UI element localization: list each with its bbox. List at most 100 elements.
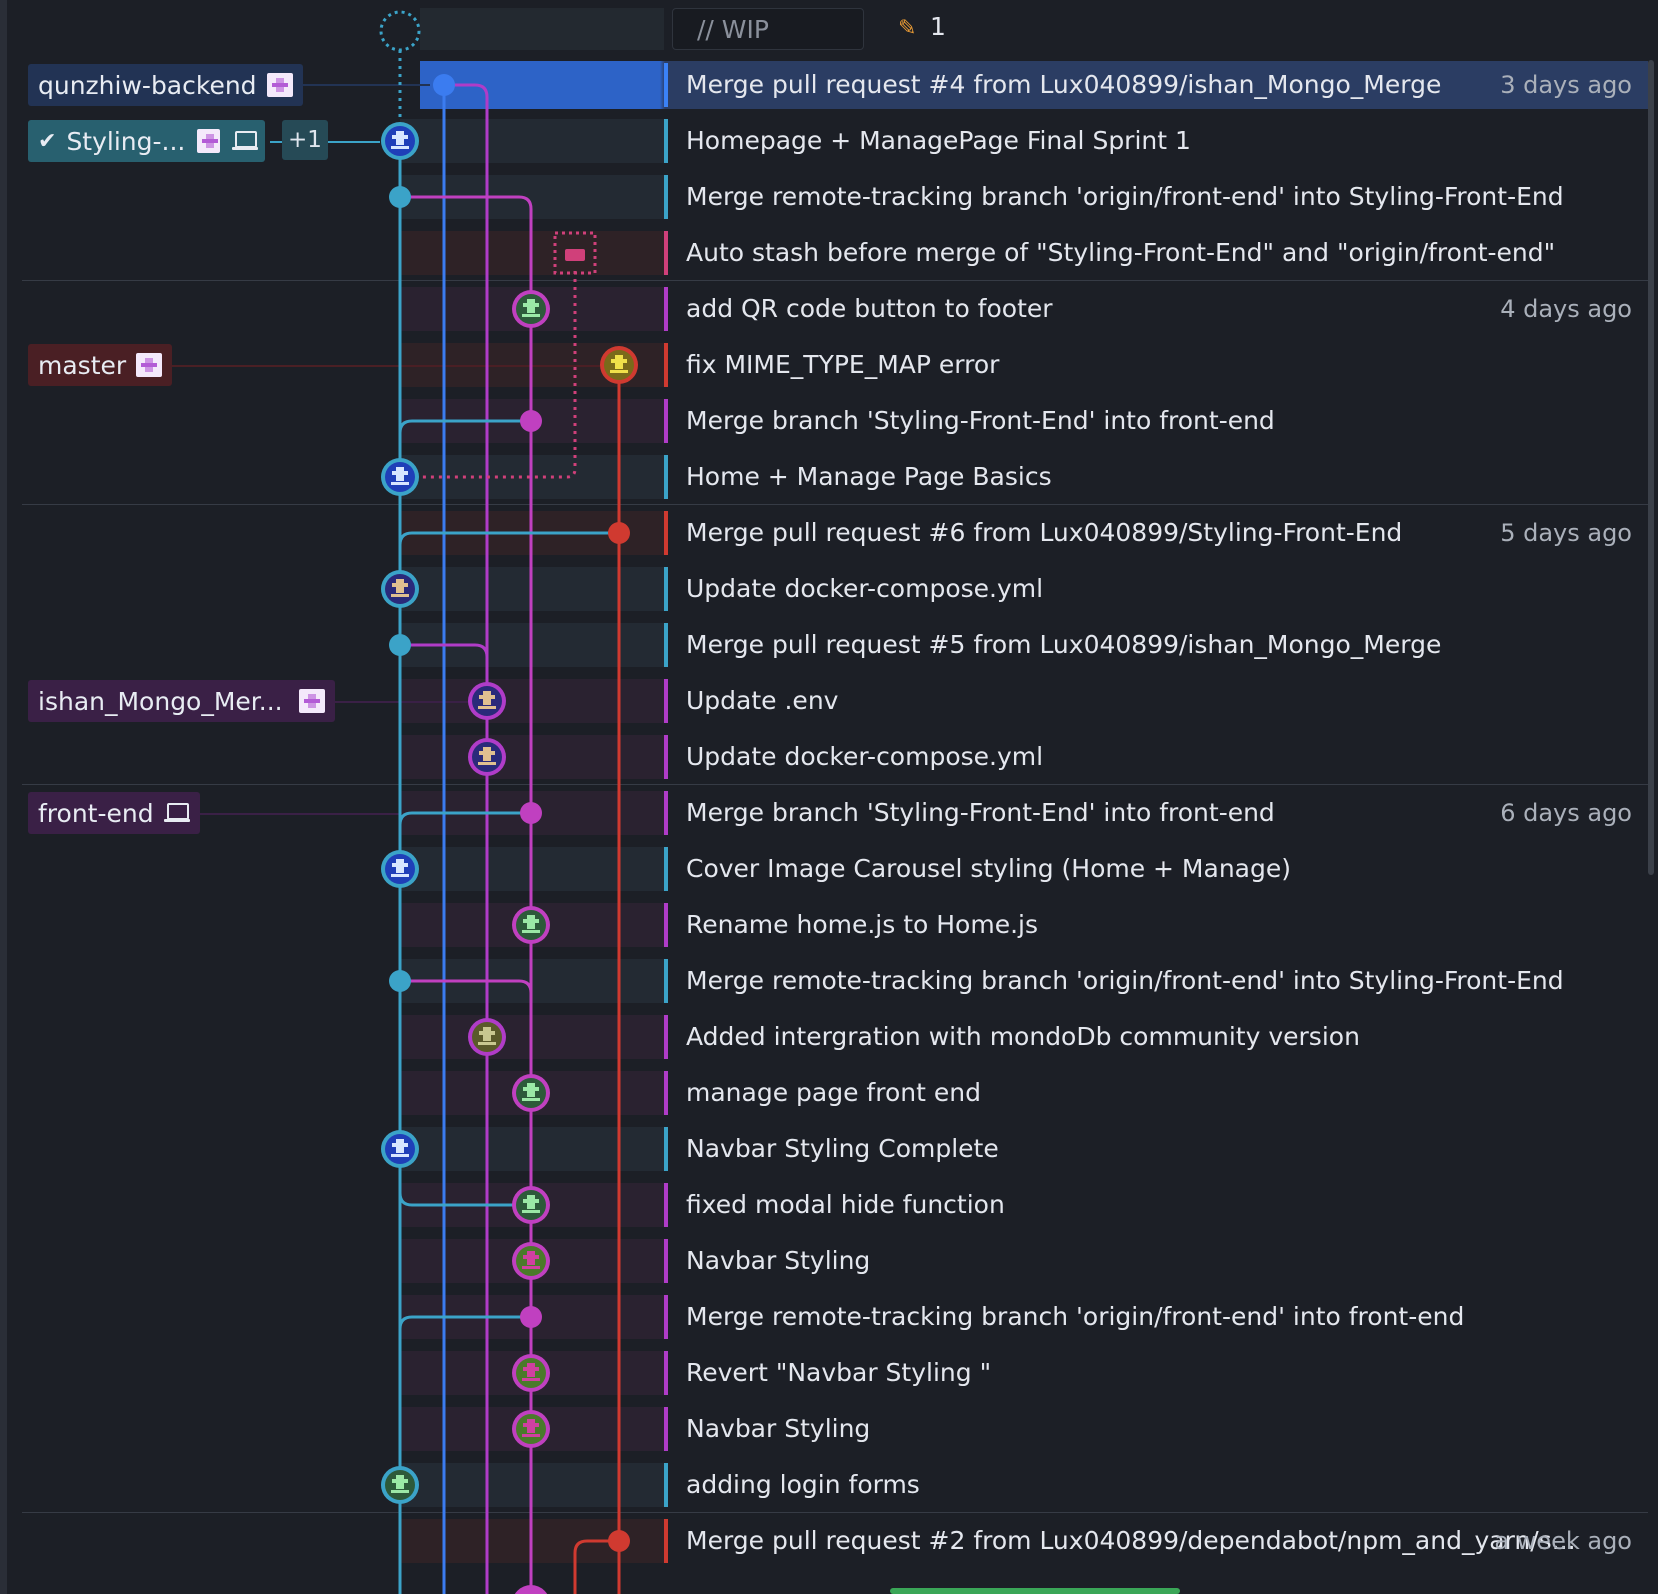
commit-message: adding login forms [686,1470,920,1499]
row-lane-marker [664,455,668,499]
commit-avatar-face [522,1378,540,1381]
pencil-icon: ✎ [898,16,917,41]
row-lane-marker [664,175,668,219]
row-lane-marker [664,903,668,947]
commit-avatar-face [527,1251,535,1265]
commit-avatar-face [391,1490,409,1493]
wip-row-background [420,8,664,50]
row-lane-marker [664,119,668,163]
date-group-divider [22,280,1648,281]
row-lane-marker [664,287,668,331]
row-lane-marker [664,1071,668,1115]
commit-dot [520,410,542,432]
laptop-icon [163,801,190,825]
avatar-icon [298,689,325,713]
row-lane-marker [664,1183,668,1227]
commit-message: Merge pull request #6 from Lux040899/Sty… [686,518,1403,547]
commit-dot [389,186,411,208]
commit-message: Added intergration with mondoDb communit… [686,1022,1360,1051]
commit-avatar-face [483,747,491,761]
commit-time: 6 days ago [1500,799,1632,827]
wip-node [379,10,421,52]
stash-node [553,231,597,275]
row-lane-marker [664,735,668,779]
ref-label: ishan_Mongo_Mer... [38,686,283,716]
commit-message: Auto stash before merge of "Styling-Fron… [686,238,1556,267]
merge-edge [400,643,489,658]
row-lane-marker [664,959,668,1003]
commit-message: Update docker-compose.yml [686,742,1044,771]
commit-dot [389,634,411,656]
row-lane-marker [664,567,668,611]
commit-avatar-face [610,370,628,373]
commit-time: a week ago [1494,1527,1632,1555]
commit-message: Navbar Styling [686,1414,871,1443]
merge-edge [398,1192,531,1207]
horizontal-scrollbar[interactable] [890,1588,1180,1594]
ref-label: Styling-... [66,126,186,156]
commit-avatar-face [522,1266,540,1269]
row-lane-marker [664,511,668,555]
commit-avatar-face [522,1210,540,1213]
commit-message: Revert "Navbar Styling " [686,1358,992,1387]
commit-avatar-face [396,859,404,873]
commit-row[interactable]: Merge pull request #4 from Lux040899/ish… [0,57,1648,113]
commit-message: Merge remote-tracking branch 'origin/fro… [686,966,1564,995]
merge-edge [398,531,619,546]
merge-edge [398,419,531,434]
commit-avatar-face [391,146,409,149]
commit-time: 5 days ago [1500,519,1632,547]
commit-message: manage page front end [686,1078,981,1107]
ref-styling-front-end[interactable]: ✔ Styling-... [28,120,265,162]
commit-row[interactable]: Merge remote-tracking branch 'origin/fro… [0,169,1648,225]
commit-avatar-face [527,299,535,313]
commit-avatar-face [396,131,404,145]
row-lane-marker [664,1351,668,1395]
vertical-scrollbar[interactable] [1648,60,1654,875]
commit-avatar-face [396,579,404,593]
selected-row-highlight [420,61,1648,109]
row-lane-marker [664,847,668,891]
ref-ishan-mongo-merge[interactable]: ishan_Mongo_Mer... [28,680,335,722]
commit-message: Merge remote-tracking branch 'origin/fro… [686,182,1564,211]
commit-avatar-face [478,1042,496,1045]
commit-avatar-face [615,355,623,369]
ref-master[interactable]: master [28,344,173,386]
commit-message: Home + Manage Page Basics [686,462,1052,491]
commit-avatar-face [522,314,540,317]
lane-ishan-mongo [444,83,489,1594]
row-lane-marker [664,343,668,387]
commit-avatar-face [522,930,540,933]
row-lane-marker [664,399,668,443]
date-group-divider [22,504,1648,505]
commit-message: Update .env [686,686,839,715]
laptop-icon [232,129,258,153]
commit-message: Merge branch 'Styling-Front-End' into fr… [686,406,1275,435]
date-group-divider [22,784,1648,785]
ref-qunzhiw-backend[interactable]: qunzhiw-backend [28,64,303,106]
wip-input[interactable]: // WIP [672,8,864,50]
commit-message: Merge pull request #5 from Lux040899/ish… [686,630,1442,659]
ref-label: qunzhiw-backend [38,70,257,100]
ref-front-end[interactable]: front-end [28,792,200,834]
row-lane-marker [664,1463,668,1507]
commit-avatar-face [527,1363,535,1377]
commit-avatar-face [391,482,409,485]
more-refs-badge[interactable]: +1 [282,120,328,160]
merge-edge [398,1315,531,1330]
row-lane-marker [664,679,668,723]
commit-avatar-face [527,915,535,929]
commit-avatar-face [391,1154,409,1157]
commit-avatar-face [391,874,409,877]
commit-time: 4 days ago [1500,295,1632,323]
merge-edge [400,979,533,994]
row-lane-marker [664,1407,668,1451]
commit-avatar-face [483,1027,491,1041]
commit-avatar-face [396,1139,404,1153]
commit-avatar-face [396,1475,404,1489]
commit-time: 3 days ago [1500,71,1632,99]
row-lane-marker [664,63,668,107]
row-lane-marker [664,623,668,667]
commit-dot [520,1306,542,1328]
